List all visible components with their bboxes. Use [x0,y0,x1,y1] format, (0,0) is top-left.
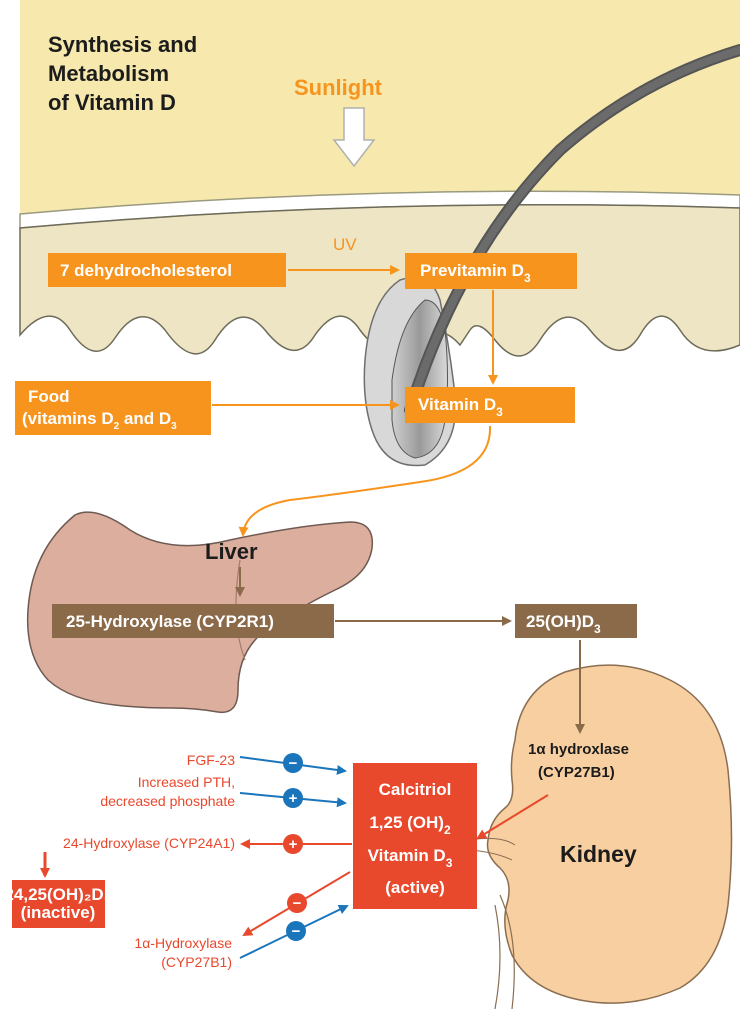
alpha-hydroxylase-label: 1α hydroxlase [528,741,629,758]
fgf23-sign-glyph: − [289,755,298,772]
pth-sign-glyph: + [289,790,298,807]
uv-label: UV [333,235,357,254]
pth-label: Increased PTH, [138,774,235,790]
alpha-red-sign-glyph: − [293,895,302,912]
vitamin-to-liver-arrow [243,426,490,535]
hydroxylase24-sign-glyph: + [289,836,298,853]
alpha-hydroxylase-left-label: 1α-Hydroxylase [134,935,232,951]
kidney-shape [488,665,732,1003]
diagram-title-line2: Metabolism [48,61,169,86]
alpha-hydroxylase-left-enzyme: (CYP27B1) [161,954,232,970]
calcitriol-label: Calcitriol [379,780,452,799]
liver-label: Liver [205,539,258,564]
hydroxylase25-label: 25-Hydroxylase (CYP2R1) [66,612,274,631]
ureter-line [495,905,500,1009]
inactive-formula: 24,25(OH)₂D₃ [4,885,111,904]
inactive-label: (inactive) [21,903,96,922]
diagram-title-line1: Synthesis and [48,32,197,57]
kidney-label: Kidney [560,841,637,867]
alpha-blue-sign-glyph: − [292,923,301,940]
dehydrocholesterol-label: 7 dehydrocholesterol [60,261,232,280]
sunlight-label: Sunlight [294,75,383,100]
alpha-hydroxylase-enzyme-label: (CYP27B1) [538,764,615,781]
fgf23-label: FGF-23 [187,752,235,768]
hydroxylase24-label: 24-Hydroxylase (CYP24A1) [63,835,235,851]
calcitriol-active: (active) [385,878,445,897]
food-label: Food [28,387,70,406]
phosphate-label: decreased phosphate [100,793,235,809]
diagram-title-line3: of Vitamin D [48,90,176,115]
